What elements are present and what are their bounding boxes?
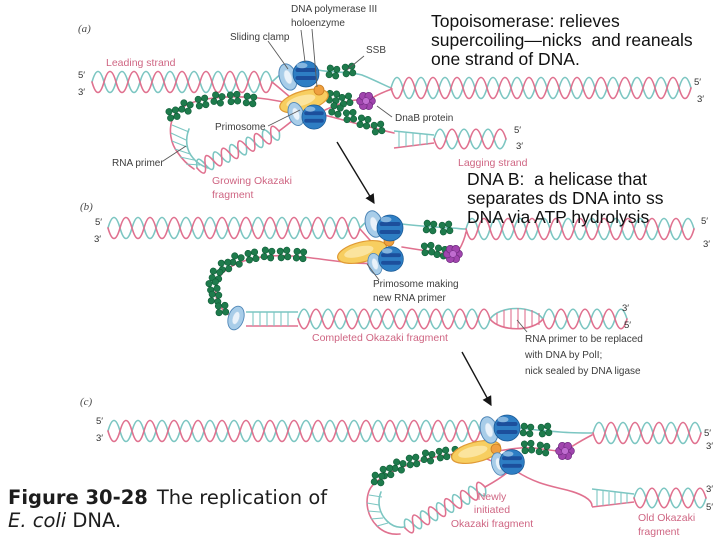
label-growing-okazaki-1: Growing Okazaki [212, 175, 292, 187]
annotation-dna-b: DNA B: a helicase that separates ds DNA … [467, 169, 664, 227]
prime-b-comp-3: 3′ [622, 303, 629, 314]
primosome-making-leader [366, 263, 380, 281]
label-dna-pol-2: holoenzyme [291, 18, 345, 29]
prime-a-mid-3: 3′ [516, 141, 523, 152]
ssb-leader [346, 55, 365, 71]
prime-b-right-5: 5′ [701, 216, 708, 227]
label-growing-okazaki-2: fragment [212, 189, 254, 201]
prime-b-left-3: 3′ [94, 234, 101, 245]
growing-okazaki-helix [195, 125, 281, 174]
label-dnab-protein: DnaB protein [395, 113, 453, 124]
label-rna-primer: RNA primer [112, 158, 164, 169]
arrow-b-to-c [461, 351, 492, 407]
prime-c-right-3: 3′ [706, 441, 713, 452]
label-dna-pol-1: DNA polymerase III [291, 4, 377, 15]
sliding-clamp-leader [267, 40, 289, 70]
prime-a-right-3: 3′ [697, 94, 704, 105]
dnab-helicase-b [443, 244, 463, 264]
old-okazaki-connector [515, 470, 593, 507]
prime-b-right-3: 3′ [703, 239, 710, 250]
prime-c-right-5: 5′ [704, 428, 711, 439]
old-okazaki-ladder [591, 488, 635, 508]
prime-a-right-5: 5′ [694, 77, 701, 88]
caption-line1: The replication of [156, 486, 328, 509]
panel-a-letter: (a) [78, 23, 91, 35]
label-rna-replaced-3: nick sealed by DNA ligase [525, 366, 641, 377]
rna-replaced-leader [516, 319, 528, 333]
label-leading-strand: Leading strand [106, 57, 176, 69]
prime-a-left-3: 3′ [78, 87, 85, 98]
panel-b: (b) 5′ 3′ 5′ 3′ Primosome making new RNA… [80, 201, 710, 377]
label-old-okazaki-2: fragment [638, 526, 680, 538]
pol3-b-top [376, 214, 404, 242]
label-newly-1: Newly [478, 491, 507, 503]
rna-primer-ladder-a [393, 130, 435, 149]
primosome-leader [267, 109, 301, 127]
prime-c-left-5: 5′ [96, 416, 103, 427]
figure-caption: Figure 30-28 The replication of E. coli D… [8, 486, 327, 532]
dnab-helicase-a [356, 91, 376, 111]
pol3-a-bottom [301, 104, 327, 130]
panel-b-letter: (b) [80, 201, 93, 213]
label-sliding-clamp: Sliding clamp [230, 32, 290, 43]
pol3-c-bottom [499, 449, 525, 475]
label-newly-3: Okazaki fragment [451, 518, 533, 530]
pol3-b-bottom [378, 246, 404, 272]
prime-c-old-3: 3′ [706, 484, 713, 495]
pol3-c-top [493, 414, 521, 442]
rna-primer-fan-c [366, 494, 389, 527]
prime-c-old-5: 5′ [706, 502, 713, 513]
label-completed-okazaki: Completed Okazaki fragment [312, 332, 448, 344]
panel-c-letter: (c) [80, 396, 93, 408]
rna-primer-fan [170, 124, 201, 166]
caption-figure-number: Figure 30-28 [8, 486, 148, 509]
rna-primer-eye-b [489, 307, 544, 330]
annotation-topoisomerase: Topoisomerase: relieves supercoiling—nic… [431, 11, 693, 69]
caption-species: E. coli [8, 509, 67, 532]
label-primosome-making-2: new RNA primer [373, 293, 446, 304]
prime-b-comp-5: 5′ [624, 320, 631, 331]
gamma-complex-a [313, 84, 325, 96]
prime-c-left-3: 3′ [96, 433, 103, 444]
dnab-leader [376, 105, 393, 118]
label-rna-replaced-1: RNA primer to be replaced [525, 334, 643, 345]
label-primosome-making-1: Primosome making [373, 279, 459, 290]
ladder-loop-b [246, 311, 298, 327]
label-primosome: Primosome [215, 122, 266, 133]
label-ssb: SSB [366, 45, 386, 56]
prime-a-mid-5: 5′ [514, 125, 521, 136]
label-lagging-strand: Lagging strand [458, 157, 528, 169]
ssb-proteins-a [164, 62, 386, 136]
prime-b-left-5: 5′ [95, 217, 102, 228]
prime-a-left-5: 5′ [78, 70, 85, 81]
label-newly-2: initiated [474, 504, 510, 516]
sliding-clamp-loop-b [224, 303, 248, 333]
label-old-okazaki-1: Old Okazaki [638, 512, 695, 524]
rna-primer-leader [162, 145, 187, 162]
label-rna-replaced-2: with DNA by PolI; [524, 350, 602, 361]
dnab-helicase-c [555, 441, 575, 461]
arrow-a-to-b [336, 141, 375, 205]
panel-c: (c) 5′ 3′ 5′ 3′ Newly initiated Okazaki … [80, 396, 713, 538]
caption-line2: DNA. [72, 509, 122, 532]
growing-okazaki-helix-c [403, 481, 487, 534]
panel-a: (a) Leading strand 5′ 3′ Sliding clamp D… [78, 4, 704, 201]
